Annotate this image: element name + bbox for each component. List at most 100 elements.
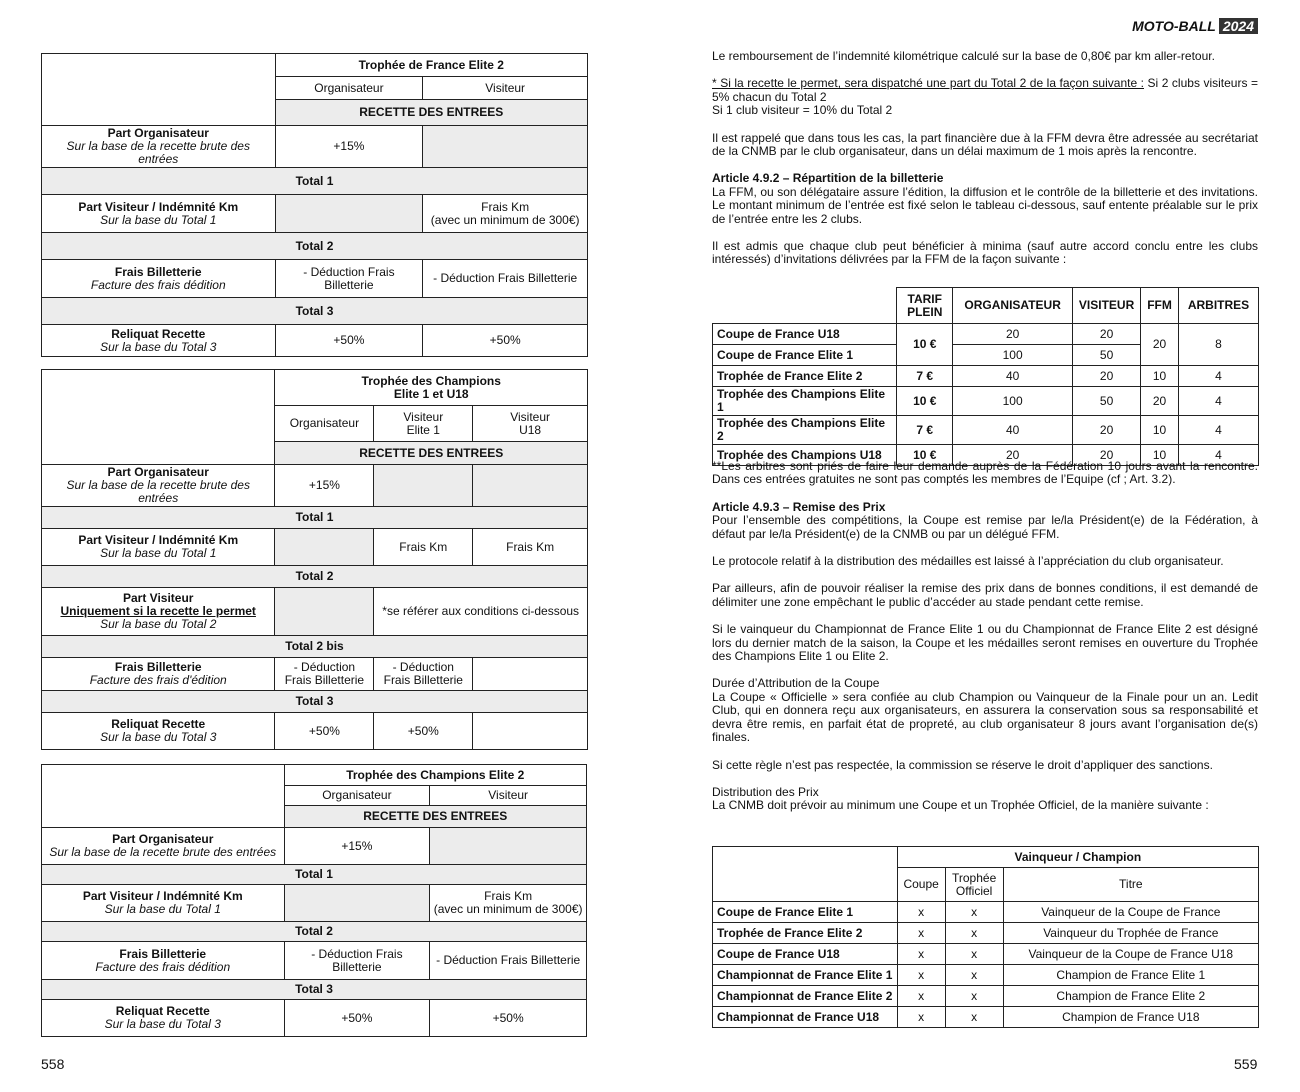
value-cell: +50% bbox=[373, 712, 474, 750]
see-below-cell: *se référer aux conditions ci-dessous bbox=[373, 587, 588, 636]
value-cell: +15% bbox=[274, 125, 424, 168]
table-row: Trophée de France Elite 2 7 € 40 20 10 4 bbox=[711, 365, 1259, 387]
paragraph: Si cette règle n’est pas respectée, la c… bbox=[712, 757, 1213, 772]
col-organisateur: Organisateur bbox=[274, 405, 375, 442]
total-row: Total 1 bbox=[41, 167, 588, 195]
total-row: Total 2 bbox=[41, 565, 588, 588]
value-cell: +50% bbox=[274, 324, 424, 357]
paragraph: Si le vainqueur du Championnat de France… bbox=[712, 622, 1258, 664]
value-cell: - Déduction Frais Billetterie bbox=[422, 259, 588, 298]
col-organisateur: Organisateur bbox=[283, 785, 431, 806]
value-cell: Frais Km bbox=[373, 528, 474, 566]
total-row: Total 3 bbox=[41, 297, 588, 325]
value-cell: +50% bbox=[429, 999, 587, 1037]
paragraph: Il est admis que chaque club peut bénéfi… bbox=[712, 239, 1258, 267]
value-cell: +15% bbox=[274, 464, 375, 507]
value-cell: - Déduction Frais Billetterie bbox=[429, 941, 587, 980]
recette-header: RECETTE DES ENTREES bbox=[274, 99, 589, 126]
recette-header: RECETTE DES ENTREES bbox=[274, 441, 588, 465]
value-cell: Frais Km(avec un minimum de 300€) bbox=[422, 194, 588, 233]
paragraph: Le protocole relatif à la distribution d… bbox=[712, 554, 1224, 569]
page-number-left: 558 bbox=[41, 1056, 65, 1072]
brand-name: MOTO-BALL bbox=[1132, 18, 1216, 34]
table-row: Trophée des Champions U18 10 € 20 20 10 … bbox=[711, 444, 1259, 466]
paragraph: Il est rappelé que dans tous les cas, la… bbox=[712, 130, 1258, 159]
right-column: Le remboursement de l’indemnité kilométr… bbox=[712, 49, 1259, 273]
value-cell: +15% bbox=[283, 827, 431, 865]
value-cell: +50% bbox=[422, 324, 588, 357]
invitations-table: TARIF PLEIN ORGANISATEUR VISITEUR FFM AR… bbox=[711, 287, 1259, 466]
col-tarif: TARIF PLEIN bbox=[896, 287, 954, 324]
note: **Les arbitres sont priés de faire leur … bbox=[712, 459, 1258, 487]
col-arbitres: ARBITRES bbox=[1178, 287, 1259, 324]
value-cell: Frais Km bbox=[472, 528, 588, 566]
col-organisateur: ORGANISATEUR bbox=[952, 287, 1074, 324]
total-row: Total 1 bbox=[41, 506, 588, 529]
total-row: Total 3 bbox=[41, 979, 587, 1000]
value-cell: +50% bbox=[283, 999, 431, 1037]
col-visiteur: Visiteur bbox=[422, 76, 588, 100]
value-cell: - Déduction Frais Billetterie bbox=[274, 259, 424, 298]
col-titre: Titre bbox=[1002, 867, 1260, 902]
table-trophee-champions-elite2: Trophée des Champions Elite 2 Organisate… bbox=[41, 764, 587, 1037]
value-cell: +50% bbox=[274, 712, 375, 750]
brand-header: MOTO-BALL 2024 bbox=[1132, 18, 1258, 34]
total-row: Total 2 bis bbox=[41, 635, 588, 658]
paragraph: Par ailleurs, afin de pouvoir réaliser l… bbox=[712, 581, 1258, 609]
paragraph: Le remboursement de l’indemnité kilométr… bbox=[712, 49, 1215, 63]
table-row: Trophée des Champions Elite 2 7 € 40 20 … bbox=[711, 415, 1259, 445]
page-number-right: 559 bbox=[1234, 1056, 1258, 1072]
col-coupe: Coupe bbox=[896, 867, 946, 902]
table-row: Coupe de France U18 10 € 20 20 20 8 bbox=[711, 323, 1259, 366]
total-row: Total 2 bbox=[41, 232, 588, 260]
table-trophee-france-elite2: Trophée de France Elite 2 Organisateur V… bbox=[41, 53, 589, 357]
brand-year: 2024 bbox=[1218, 18, 1258, 34]
col-visiteur: Visiteur bbox=[429, 785, 587, 806]
article-4-9-2: Article 4.9.2 – Répartition de la billet… bbox=[712, 171, 1258, 226]
recette-header: RECETTE DES ENTREES bbox=[283, 805, 587, 828]
total-row: Total 2 bbox=[41, 921, 587, 942]
total-row: Total 3 bbox=[41, 690, 588, 713]
table-title: Trophée des Champions Elite 2 bbox=[283, 764, 587, 786]
value-cell: Frais Km(avec un minimum de 300€) bbox=[429, 884, 587, 922]
paragraph: * Si la recette le permet, sera dispatch… bbox=[712, 76, 1259, 118]
total-row: Total 1 bbox=[41, 864, 587, 885]
table-title: Trophée de France Elite 2 bbox=[274, 53, 589, 77]
group-header: Vainqueur / Champion bbox=[896, 846, 1260, 868]
col-ffm: FFM bbox=[1140, 287, 1180, 324]
col-organisateur: Organisateur bbox=[274, 76, 424, 100]
col-visiteur: VISITEUR bbox=[1072, 287, 1142, 324]
table-row: Trophée des Champions Elite 1 10 € 100 5… bbox=[711, 386, 1259, 416]
